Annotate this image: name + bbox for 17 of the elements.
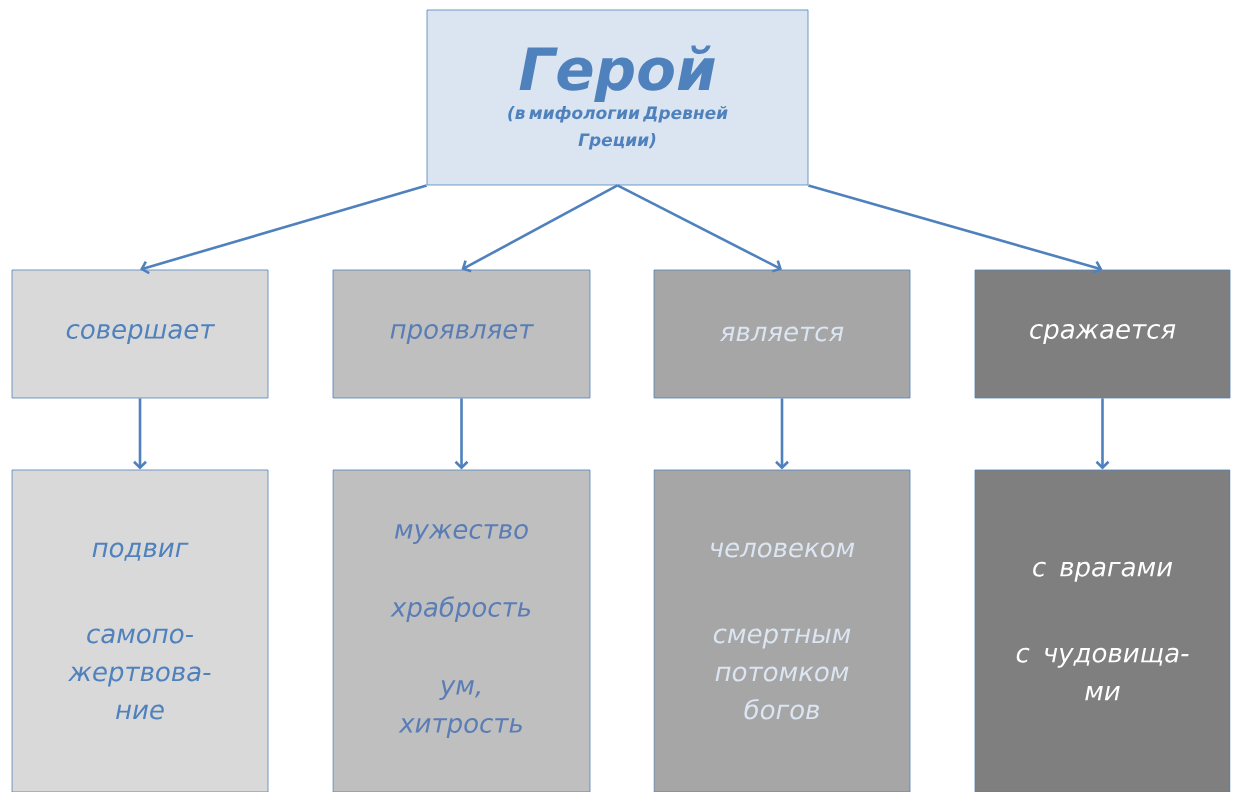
arrow	[133, 398, 147, 470]
arrow	[775, 398, 789, 470]
category-box: сражается	[974, 269, 1231, 399]
description-box: человеком смертным потомком богов	[653, 469, 911, 792]
arrow	[461, 184, 619, 273]
arrow	[454, 398, 469, 470]
category-box: является	[653, 269, 911, 399]
description-box: с врагами с чудовища- ми	[974, 469, 1231, 792]
category-box: совершает	[11, 269, 269, 399]
arrow	[808, 184, 1103, 275]
category-box: проявляет	[332, 269, 591, 399]
title-box: Герой (в мифологии Древней Греции)	[426, 9, 809, 186]
description-box: подвиг самопо- жертвова- ние	[11, 469, 269, 792]
arrow	[140, 184, 427, 275]
description-box: мужество храбрость ум, хитрость	[332, 469, 591, 792]
arrow	[1095, 398, 1110, 470]
arrow	[616, 184, 782, 273]
